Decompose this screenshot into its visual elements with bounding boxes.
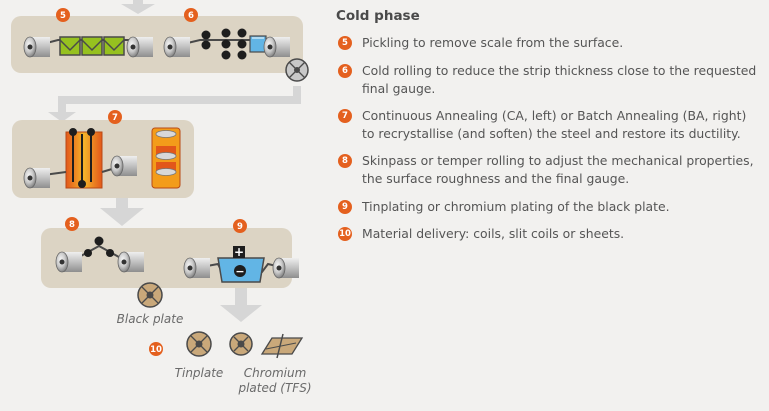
coil-icon (183, 257, 210, 279)
annealing-box (12, 120, 194, 198)
black-plate-coil-icon (137, 282, 163, 308)
svg-text:6: 6 (188, 11, 194, 21)
coil-icon (272, 257, 299, 279)
coil-icon (110, 155, 137, 177)
svg-text:9: 9 (237, 222, 243, 232)
step-text: Skinpass or temper rolling to adjust the… (362, 153, 754, 186)
coil-end-view-icon (285, 58, 309, 82)
chromium-label-line1: Chromium (244, 366, 307, 380)
anode-plus-sign: + (234, 245, 244, 259)
step-number-badge: 8 (338, 154, 352, 168)
cathode-minus-sign: − (235, 265, 244, 278)
coil-icon (23, 167, 50, 189)
black-plate-label: Black plate (117, 312, 184, 326)
step-text: Continuous Annealing (CA, left) or Batch… (362, 108, 747, 141)
step-number-badge: 10 (338, 227, 352, 241)
cold-phase-process-diagram: + − Black plate Tinplate Chromium plated… (11, 0, 312, 395)
step-badge-7: 7 (108, 110, 122, 124)
svg-text:7: 7 (112, 113, 118, 123)
tinplate-coil-icon (186, 331, 212, 357)
tinplate-label: Tinplate (175, 366, 224, 380)
rinse-tank (249, 35, 267, 53)
skinpass-stand (84, 236, 114, 257)
step-badge-8: 8 (65, 217, 79, 231)
step-text: Tinplating or chromium plating of the bl… (362, 199, 670, 214)
svg-text:10: 10 (150, 345, 162, 355)
batch-annealing-furnace (151, 127, 181, 189)
plating-tank: + − (217, 245, 265, 283)
pickling-coldrolling-box (11, 16, 303, 73)
coil-icon (23, 36, 50, 58)
step-badge-9: 9 (233, 219, 247, 233)
step-number-badge: 7 (338, 109, 352, 123)
continuous-annealing-furnace (65, 128, 103, 189)
pickling-tanks (59, 36, 125, 56)
section-heading: Cold phase (336, 8, 420, 24)
slit-coil-icon (229, 332, 253, 356)
sheet-stack-icon (260, 333, 304, 359)
step-badge-10: 10 (149, 342, 163, 356)
cold-phase-description-panel: Cold phase 5 Pickling to remove scale fr… (334, 0, 764, 411)
coil-icon (263, 36, 290, 58)
rolling-mill-stands (201, 28, 247, 60)
step-number-badge: 6 (338, 64, 352, 78)
step-text: Pickling to remove scale from the surfac… (362, 35, 624, 50)
chromium-label-line2: plated (TFS) (237, 381, 311, 395)
step-number-badge: 9 (338, 200, 352, 214)
step-number-badge: 5 (338, 36, 352, 50)
coil-icon (55, 251, 82, 273)
coil-icon (126, 36, 153, 58)
step-badge-6: 6 (184, 8, 198, 22)
svg-text:8: 8 (69, 220, 75, 230)
svg-text:5: 5 (60, 11, 66, 21)
coil-icon (117, 251, 144, 273)
coil-icon (163, 36, 190, 58)
step-text: Cold rolling to reduce the strip thickne… (362, 63, 757, 96)
step-text: Material delivery: coils, slit coils or … (362, 226, 625, 241)
step-badge-5: 5 (56, 8, 70, 22)
